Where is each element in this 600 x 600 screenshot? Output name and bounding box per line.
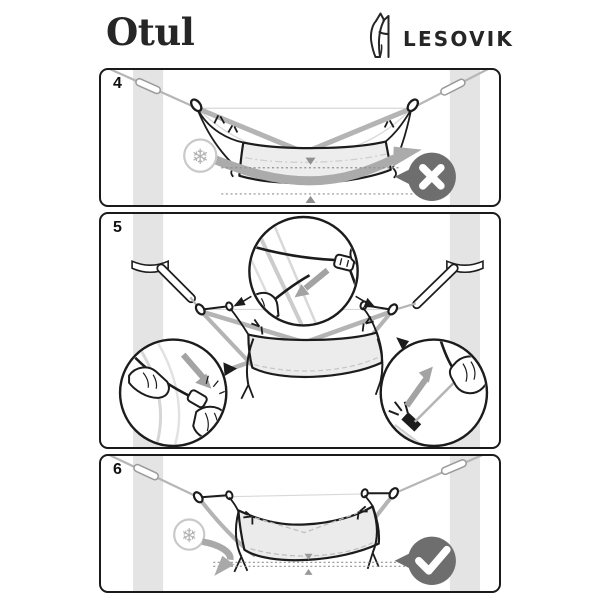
end-hardware [192, 487, 400, 504]
brand-name: LESOVIK [403, 27, 515, 51]
pull-up-arrow [404, 366, 433, 408]
callout-pull-cord-detail [118, 338, 228, 447]
panel-6-illustration: ❄ [108, 456, 483, 591]
cross-icon [419, 163, 445, 190]
suspension-toggles [133, 459, 467, 481]
product-title: Otul [106, 10, 195, 54]
instruction-panel-5: 5 [99, 212, 501, 449]
suspension-toggles [135, 77, 466, 96]
cordlock [333, 253, 356, 272]
underquilt [237, 505, 381, 562]
cordlock [186, 389, 208, 409]
lesovik-figure-icon [369, 12, 390, 58]
instruction-panel-6: 6 [99, 454, 501, 593]
gap-measurement [221, 157, 436, 203]
snowflake-icon: ❄ [191, 144, 209, 169]
snowflake-badge: ❄ [183, 138, 218, 173]
panel-5-illustration [118, 214, 489, 447]
tree-straps [131, 259, 484, 311]
brand-logo: LESOVIK [365, 12, 514, 58]
callout-cordlock-detail [248, 215, 359, 327]
snowflake-icon: ❄ [181, 524, 197, 547]
step-number: 4 [113, 75, 122, 92]
loosen-arrow [294, 267, 330, 298]
hand [128, 366, 170, 399]
step-number: 5 [113, 219, 122, 236]
underquilt [247, 331, 384, 379]
check-icon [415, 545, 451, 575]
underquilt-cords [228, 494, 380, 573]
cross-badge [394, 152, 456, 201]
panel-4-illustration: ❄ [109, 70, 489, 205]
cold-air-arrow [203, 146, 422, 186]
deflected-air-arrow [201, 538, 235, 576]
check-badge [394, 536, 456, 585]
tree-trunks [133, 70, 480, 205]
instruction-panel-4: 4 [99, 68, 501, 207]
snowflake-badge: ❄ [173, 518, 206, 551]
callout-pointer-arrows [223, 295, 410, 377]
gap-measurement [213, 553, 432, 575]
step-number: 6 [113, 461, 122, 478]
